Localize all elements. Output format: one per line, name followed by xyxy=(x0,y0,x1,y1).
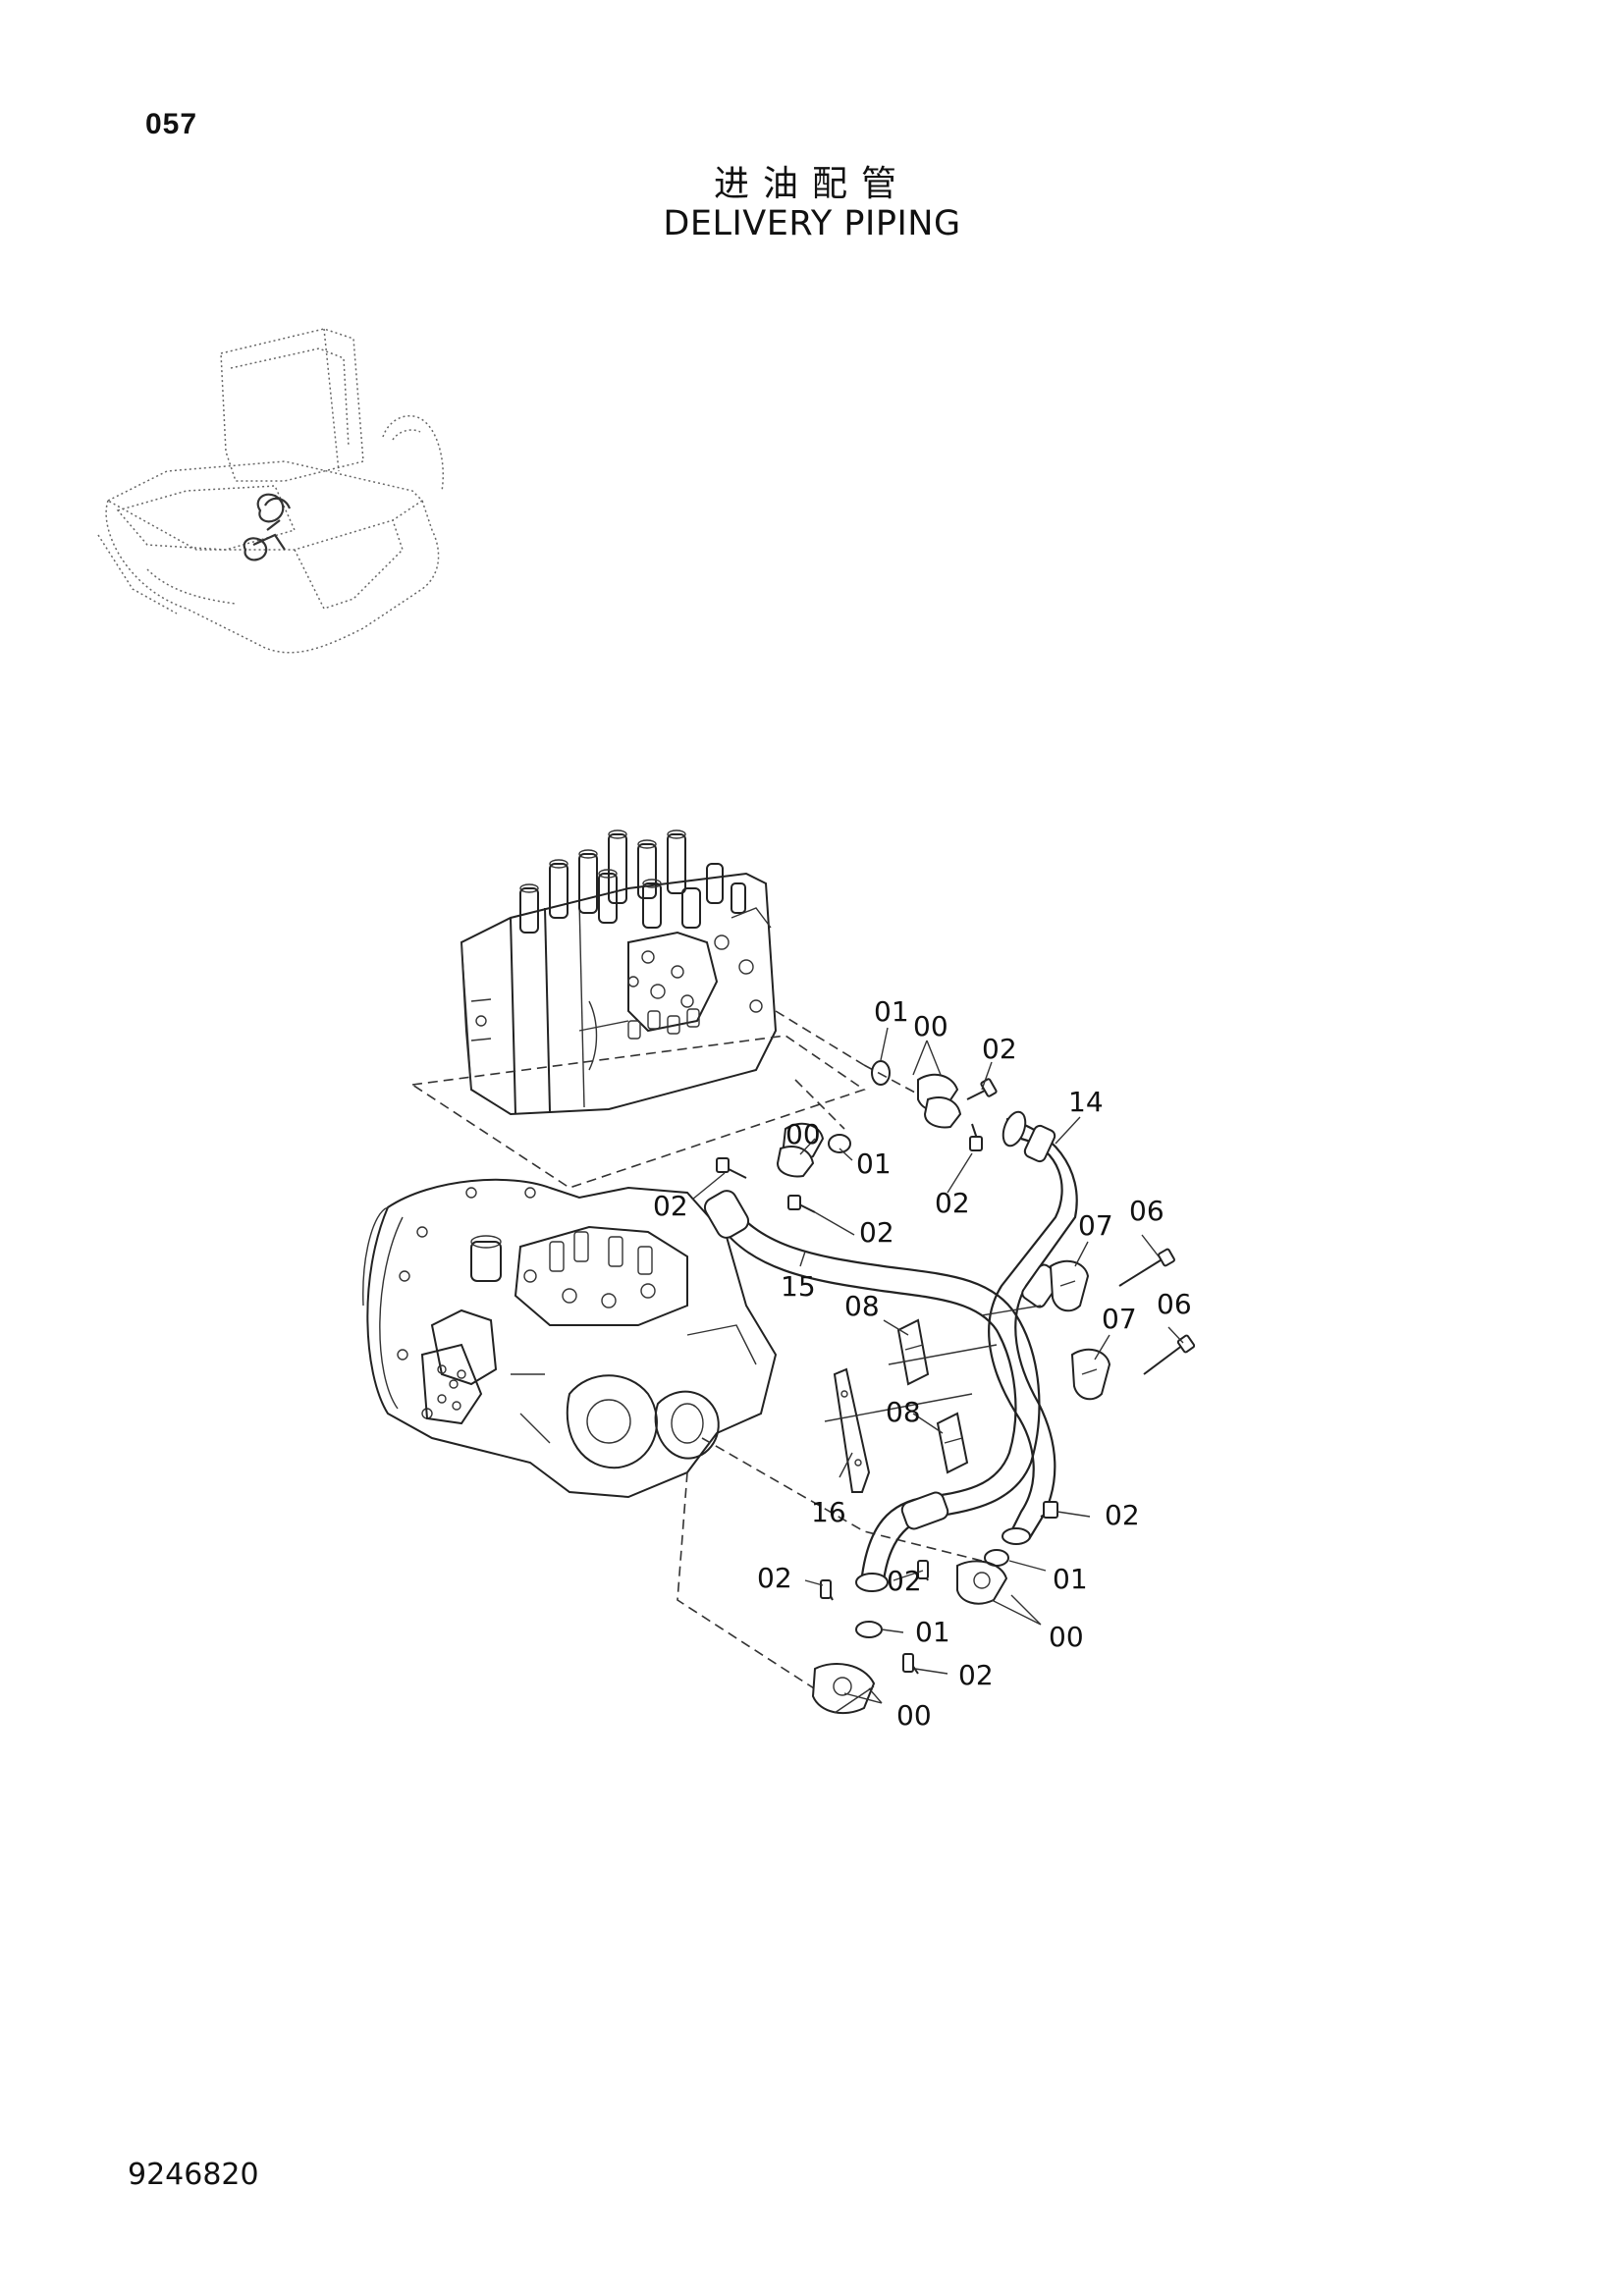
callout-08: 08 xyxy=(886,1396,921,1428)
hose-15 xyxy=(703,1190,1041,1592)
control-valve-icon xyxy=(409,829,866,1189)
callout-02: 02 xyxy=(982,1033,1017,1065)
callout-02: 02 xyxy=(935,1187,970,1219)
callout-02: 02 xyxy=(958,1659,994,1691)
callout-labels: 01 00 02 14 00 01 02 02 02 15 07 06 08 0… xyxy=(653,995,1192,1732)
callout-06: 06 xyxy=(1157,1288,1192,1320)
support-plate xyxy=(833,1367,871,1493)
long-bolt xyxy=(1118,1248,1196,1375)
callout-01: 01 xyxy=(915,1616,950,1648)
hose-14 xyxy=(988,1110,1078,1545)
callout-02: 02 xyxy=(757,1562,792,1594)
callout-00: 00 xyxy=(896,1699,932,1732)
page-number: 057 xyxy=(145,108,198,140)
title-chinese: 进油配管 xyxy=(713,164,910,204)
callout-02: 02 xyxy=(1105,1499,1140,1531)
callout-06: 06 xyxy=(1129,1195,1164,1227)
bolt xyxy=(716,1078,1058,1675)
part-number: 9246820 xyxy=(128,2158,259,2192)
callout-07: 07 xyxy=(1078,1209,1113,1242)
callout-00: 00 xyxy=(785,1118,821,1150)
excavator-upper-structure-icon xyxy=(97,328,444,654)
callout-08: 08 xyxy=(844,1290,880,1322)
split-flange xyxy=(776,1073,1008,1715)
clamp xyxy=(1049,1259,1111,1401)
callout-01: 01 xyxy=(856,1148,892,1180)
callout-15: 15 xyxy=(781,1270,816,1303)
callout-14: 14 xyxy=(1068,1086,1104,1118)
callout-02: 02 xyxy=(859,1216,894,1249)
callout-01: 01 xyxy=(874,995,909,1028)
title-english: DELIVERY PIPING xyxy=(663,204,961,243)
reference-lines xyxy=(824,1305,1042,1422)
leader-lines xyxy=(691,1027,1184,1714)
callout-02: 02 xyxy=(653,1190,688,1222)
bracket xyxy=(896,1318,969,1474)
callout-00: 00 xyxy=(913,1010,948,1042)
hydraulic-pump-icon xyxy=(362,1178,983,1709)
callout-16: 16 xyxy=(811,1496,846,1528)
callout-07: 07 xyxy=(1102,1303,1137,1335)
callout-01: 01 xyxy=(1053,1563,1088,1595)
callout-00: 00 xyxy=(1049,1621,1084,1653)
callout-02: 02 xyxy=(887,1565,922,1597)
